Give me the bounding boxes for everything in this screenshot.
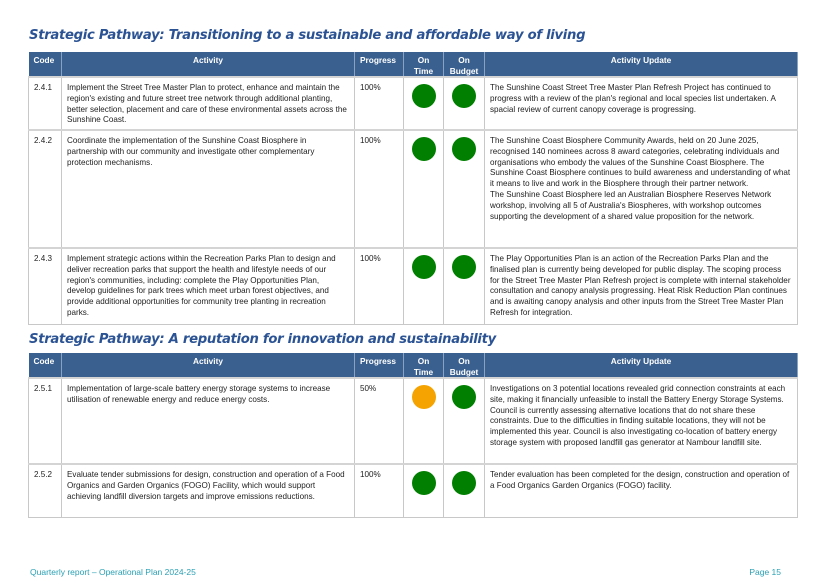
footer-page-number: Page 15: [749, 567, 781, 577]
row-progress: 100%: [354, 463, 404, 518]
on-budget-status-indicator: [452, 471, 476, 495]
table-row: 2.4.2 Coordinate the implementation of t…: [28, 129, 798, 249]
row-progress: 100%: [354, 129, 404, 249]
table-row: 2.4.1 Implement the Street Tree Master P…: [28, 76, 798, 131]
header-on-time: On Time: [403, 52, 444, 77]
header-activity: Activity: [61, 52, 355, 77]
on-time-status-indicator: [411, 471, 436, 495]
header-code: Code: [28, 353, 62, 378]
row-code: 2.5.1: [28, 377, 62, 465]
row-code: 2.4.1: [28, 76, 62, 131]
section-title: Strategic Pathway: Transitioning to a su…: [29, 28, 586, 43]
header-on-budget: On Budget: [443, 353, 485, 378]
header-progress: Progress: [354, 52, 404, 77]
table-row: 2.5.2 Evaluate tender submissions for de…: [28, 463, 798, 518]
row-code: 2.5.2: [28, 463, 62, 518]
on-time-status-indicator: [411, 137, 436, 161]
on-budget-status-indicator: [452, 84, 476, 108]
section-title: Strategic Pathway: A reputation for inno…: [29, 332, 496, 347]
table-row: 2.5.1 Implementation of large-scale batt…: [28, 377, 798, 465]
table-header: Code Activity Progress On Time On Budget…: [28, 52, 798, 77]
row-activity-update: Tender evaluation has been completed for…: [484, 463, 798, 518]
activity-table: Code Activity Progress On Time On Budget…: [28, 353, 798, 518]
on-time-status-indicator: [411, 84, 436, 108]
header-code: Code: [28, 52, 62, 77]
row-code: 2.4.3: [28, 247, 62, 325]
row-activity-update: The Play Opportunities Plan is an action…: [484, 247, 798, 325]
header-on-budget: On Budget: [443, 52, 485, 77]
header-activity-update: Activity Update: [484, 353, 798, 378]
row-activity: Implementation of large-scale battery en…: [61, 377, 355, 465]
row-progress: 50%: [354, 377, 404, 465]
row-progress: 100%: [354, 76, 404, 131]
table-row: 2.4.3 Implement strategic actions within…: [28, 247, 798, 325]
row-code: 2.4.2: [28, 129, 62, 249]
row-progress: 100%: [354, 247, 404, 325]
on-budget-status-indicator: [452, 137, 476, 161]
row-activity: Evaluate tender submissions for design, …: [61, 463, 355, 518]
row-activity-update: The Sunshine Coast Street Tree Master Pl…: [484, 76, 798, 131]
header-activity-update: Activity Update: [484, 52, 798, 77]
on-budget-status-indicator: [452, 385, 476, 409]
header-on-time: On Time: [403, 353, 444, 378]
on-time-status-indicator: [411, 385, 436, 409]
table-header: Code Activity Progress On Time On Budget…: [28, 353, 798, 378]
header-activity: Activity: [61, 353, 355, 378]
row-activity: Implement the Street Tree Master Plan to…: [61, 76, 355, 131]
row-activity-update: Investigations on 3 potential locations …: [484, 377, 798, 465]
on-time-status-indicator: [411, 255, 436, 279]
header-progress: Progress: [354, 353, 404, 378]
on-budget-status-indicator: [452, 255, 476, 279]
footer-report-title: Quarterly report – Operational Plan 2024…: [30, 567, 196, 577]
activity-table: Code Activity Progress On Time On Budget…: [28, 52, 798, 325]
row-activity-update: The Sunshine Coast Biosphere Community A…: [484, 129, 798, 249]
row-activity: Coordinate the implementation of the Sun…: [61, 129, 355, 249]
row-activity: Implement strategic actions within the R…: [61, 247, 355, 325]
